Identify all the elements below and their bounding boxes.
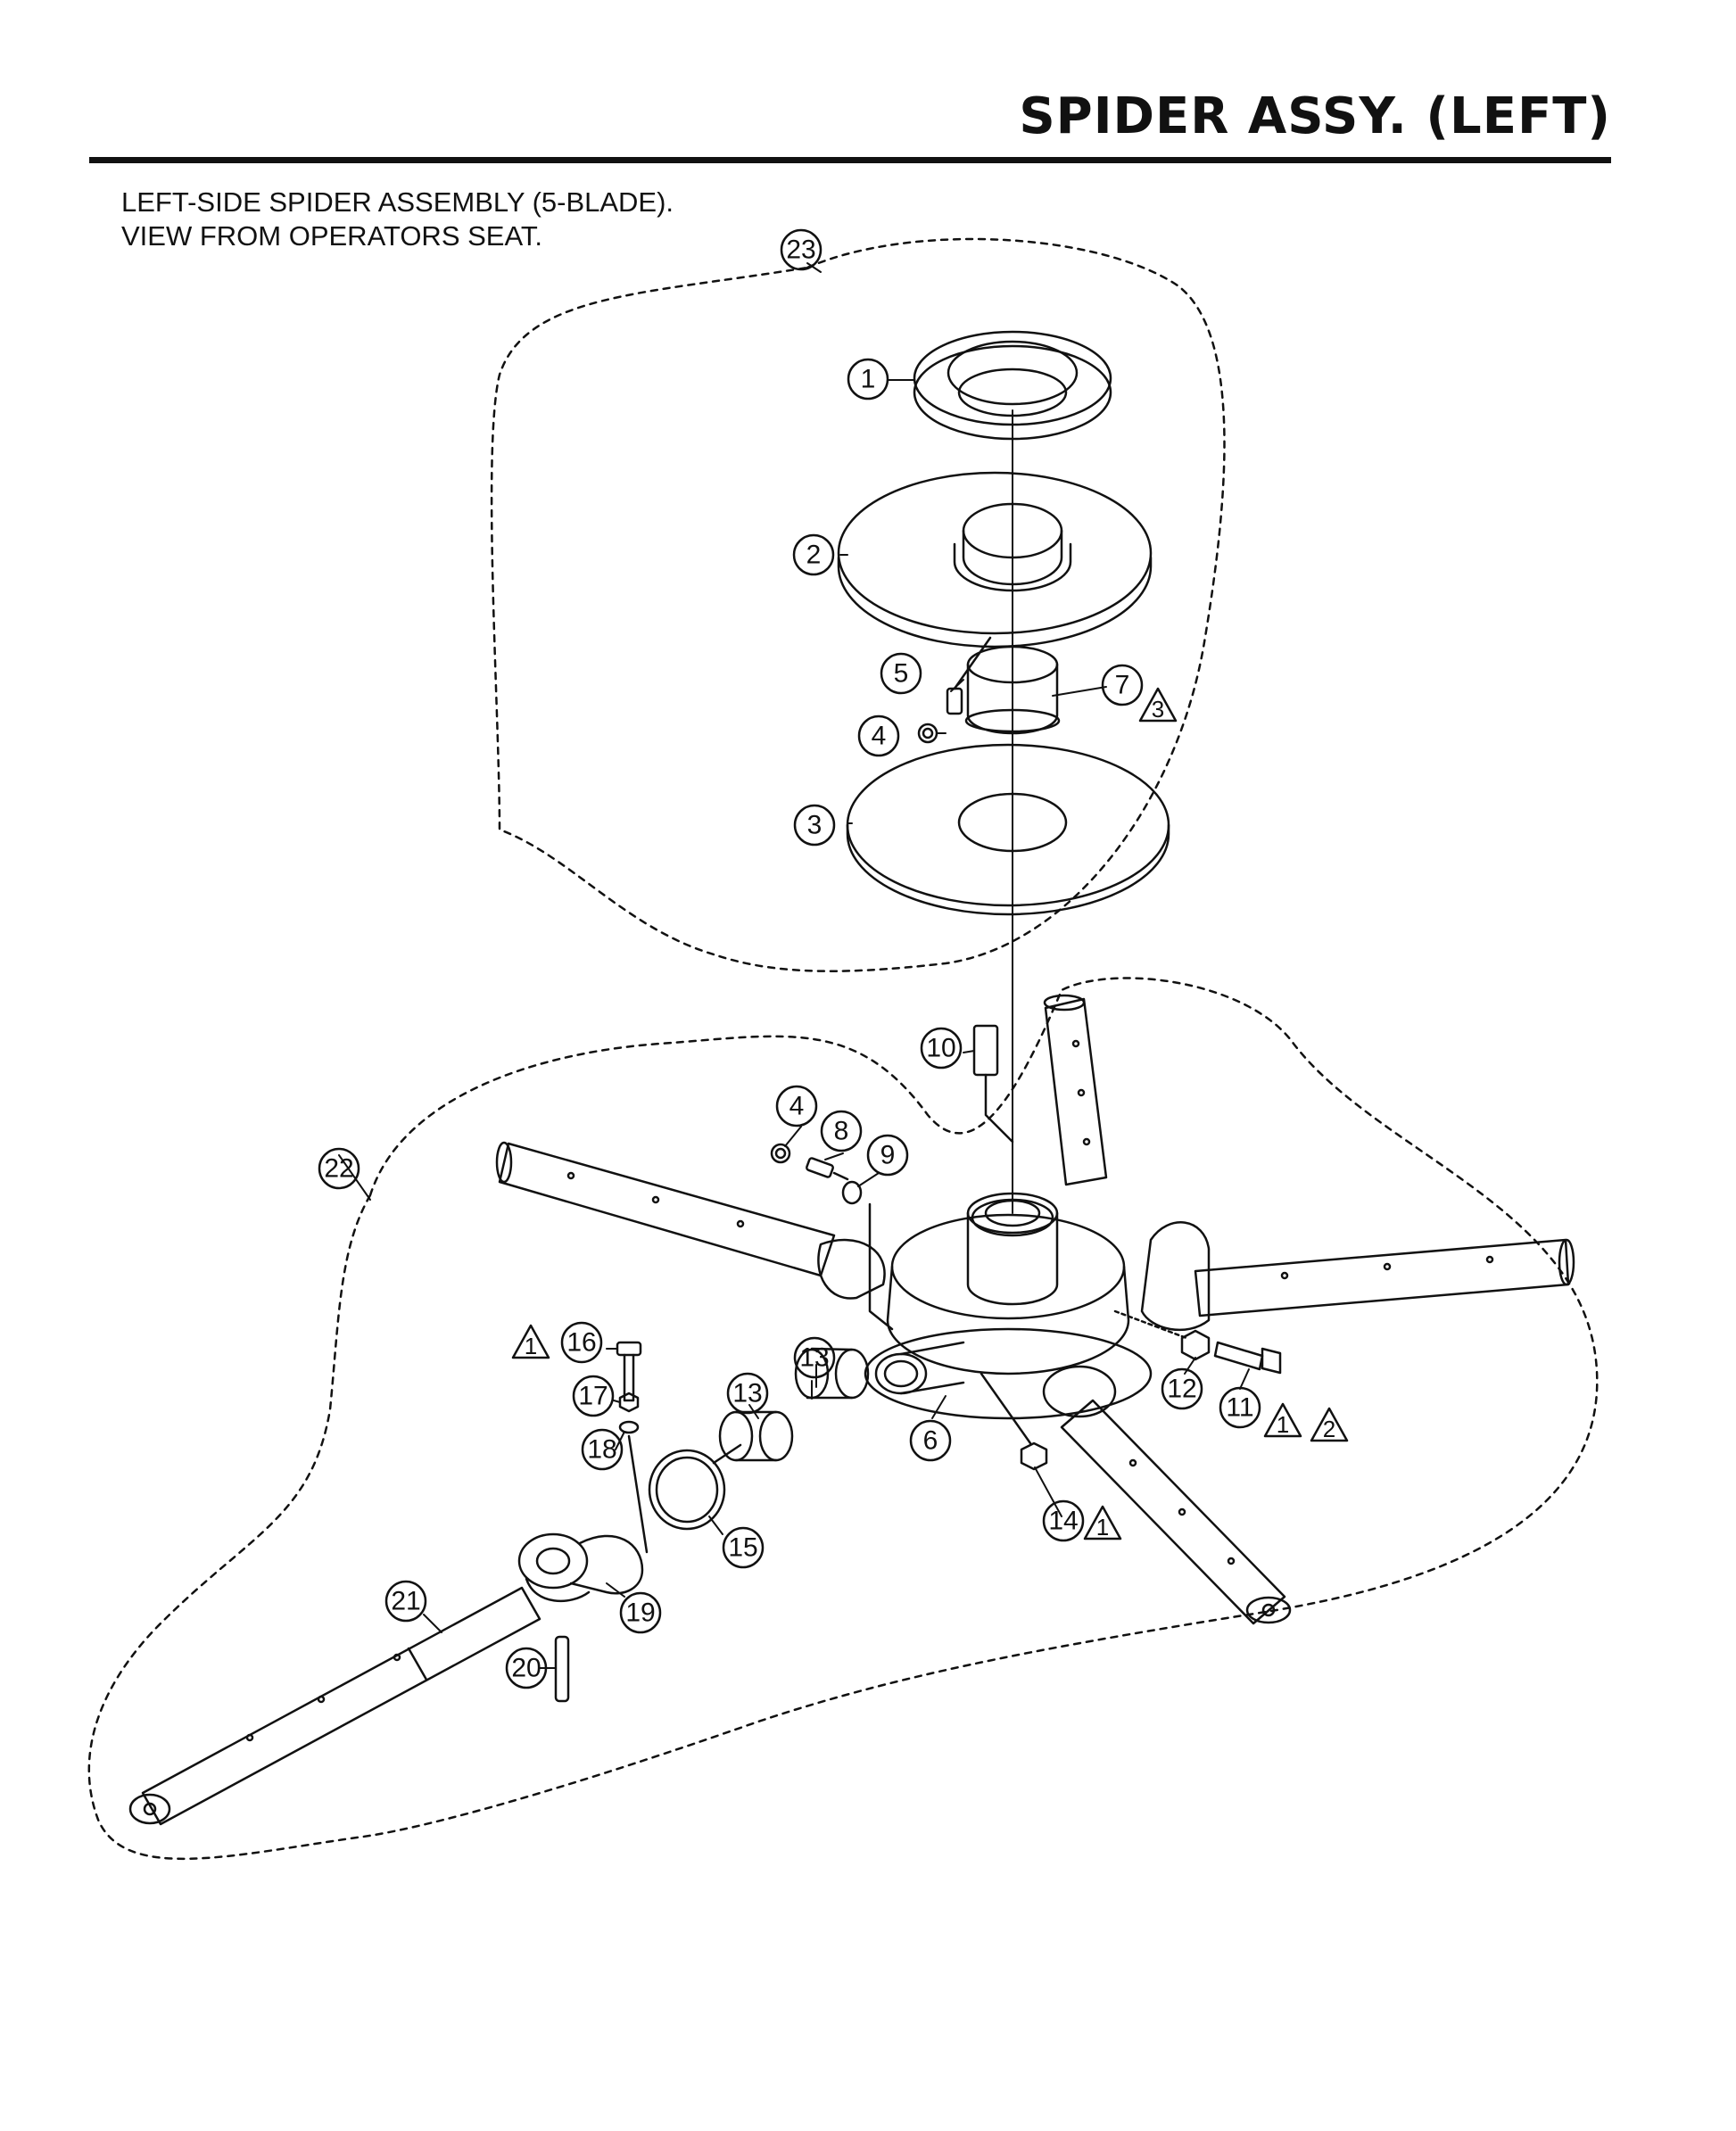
part-16-bolt [616, 1341, 642, 1402]
callout-13-b: 13 [799, 1343, 829, 1373]
callout-8: 8 [834, 1117, 849, 1146]
arm-right [1140, 1221, 1575, 1332]
part-14-bolt [980, 1372, 1048, 1471]
part-13-bushing-a [794, 1347, 870, 1400]
callout-15: 15 [728, 1533, 757, 1563]
note-1-bolt: 1 [1096, 1514, 1109, 1540]
part-8-fitting [806, 1157, 849, 1181]
callout-23: 23 [786, 235, 815, 265]
callout-21: 21 [391, 1587, 420, 1616]
part-20-pin [554, 1635, 570, 1703]
part-1-seal [913, 330, 1112, 441]
callout-4-lower: 4 [789, 1092, 805, 1121]
part-15-spring [648, 1443, 742, 1531]
callout-1: 1 [861, 365, 876, 394]
callout-20: 20 [511, 1654, 541, 1683]
part-18-washer [618, 1420, 649, 1554]
part-3-disc [846, 743, 1170, 916]
part-4-cap [917, 723, 938, 744]
spider-hub [864, 1192, 1153, 1420]
callout-11: 11 [1226, 1393, 1253, 1423]
arm-lower-right [1042, 1365, 1292, 1625]
note-1-right: 1 [1277, 1411, 1289, 1438]
arm-upper-right [1043, 994, 1108, 1186]
part-7-bushing [964, 645, 1061, 735]
part-11-bolt [1113, 1309, 1282, 1375]
callout-22: 22 [324, 1154, 353, 1184]
callout-14: 14 [1048, 1507, 1078, 1536]
part-19-clevis [517, 1532, 644, 1603]
callout-10: 10 [926, 1034, 955, 1063]
callout-16: 16 [566, 1328, 596, 1358]
callout-7: 7 [1115, 671, 1130, 700]
note-numbers: 3 1 1 2 1 [525, 696, 1335, 1540]
note-1-left: 1 [525, 1333, 537, 1359]
callout-6: 6 [923, 1426, 938, 1456]
callout-circles [318, 228, 1261, 1689]
part-13-bushing-b [718, 1410, 794, 1462]
page-title: SPIDER ASSY. (LEFT) [1019, 87, 1611, 145]
callout-5: 5 [894, 659, 909, 689]
diagram-caption: LEFT-SIDE SPIDER ASSEMBLY (5-BLADE). VIE… [121, 186, 674, 253]
part-21-arm [128, 1586, 541, 1826]
callout-9: 9 [880, 1141, 896, 1170]
arm-left-socket [817, 1238, 965, 1395]
note-3: 3 [1152, 696, 1164, 723]
note-triangles [511, 687, 1349, 1540]
callout-4: 4 [872, 722, 887, 751]
group-22-boundary [87, 977, 1599, 1861]
callout-13-a: 13 [732, 1379, 762, 1408]
part-12-nut [1180, 1329, 1211, 1361]
callout-12: 12 [1167, 1375, 1196, 1404]
callout-19: 19 [625, 1598, 655, 1628]
part-9-washer [841, 1180, 894, 1331]
part-4-cap-lower [770, 1143, 791, 1164]
group-23-boundary [490, 237, 1226, 972]
part-17-nut [618, 1392, 640, 1413]
callout-3: 3 [807, 811, 823, 840]
caption-line-1: LEFT-SIDE SPIDER ASSEMBLY (5-BLADE). [121, 186, 674, 218]
part-10-key [972, 1024, 1014, 1144]
title-divider [89, 157, 1611, 163]
leader-lines [338, 262, 1250, 1669]
part-2-disc [837, 471, 1153, 648]
callout-2: 2 [806, 541, 822, 570]
callout-17: 17 [578, 1382, 608, 1411]
note-2: 2 [1323, 1416, 1335, 1442]
callout-18: 18 [587, 1435, 616, 1465]
caption-line-2: VIEW FROM OPERATORS SEAT. [121, 220, 542, 252]
callout-numbers: 1 2 3 4 5 7 10 4 8 9 22 23 16 17 18 13 1… [324, 235, 1253, 1683]
